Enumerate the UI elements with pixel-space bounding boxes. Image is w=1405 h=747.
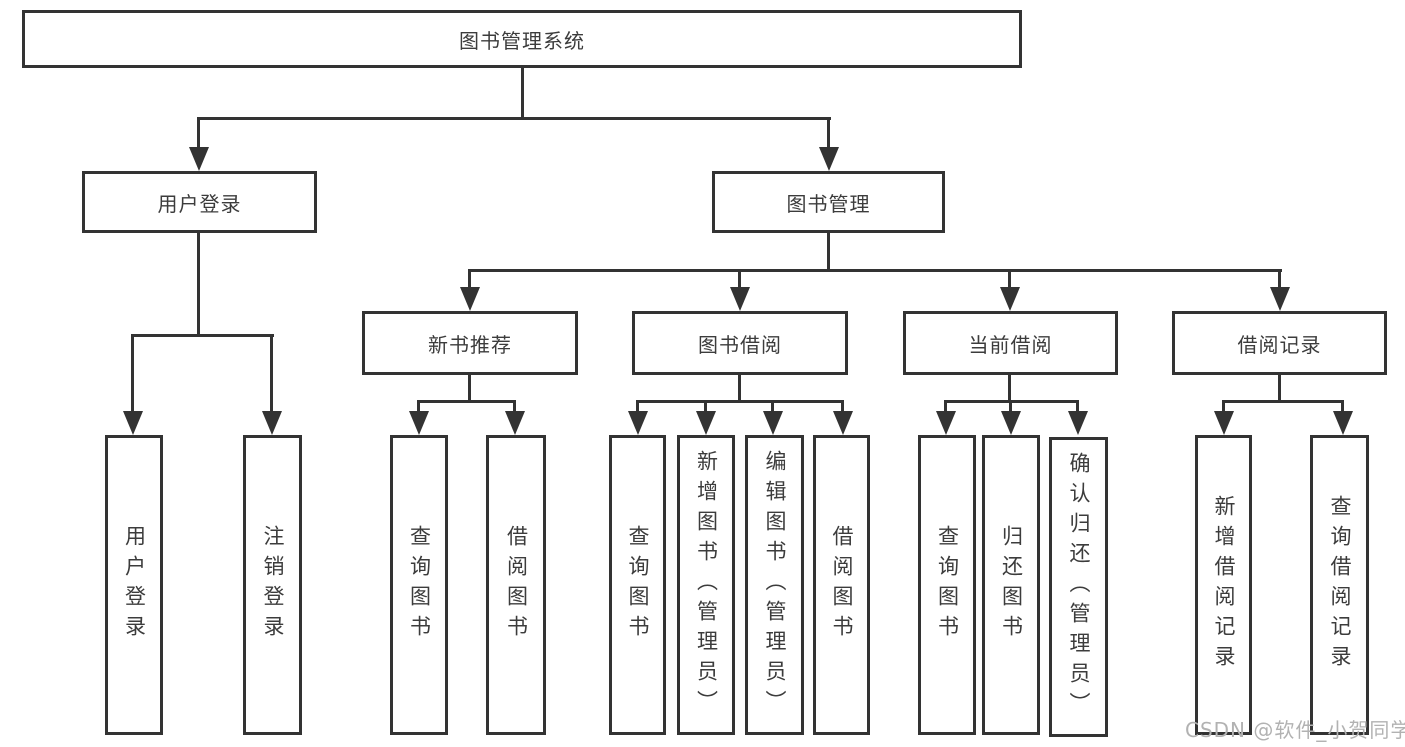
node-book-borrowing-label: 图书借阅: [698, 332, 782, 357]
leaf-current-return-books-label: 归还图书: [999, 525, 1024, 645]
leaf-records-add-record: 新增借阅记录: [1195, 435, 1252, 735]
node-current-borrowing: 当前借阅: [903, 311, 1118, 375]
leaf-current-return-books: 归还图书: [982, 435, 1040, 735]
connector-line: [1008, 375, 1011, 403]
arrowhead-down-icon: [1270, 287, 1290, 311]
connector-line: [636, 400, 844, 403]
node-user-login: 用户登录: [82, 171, 317, 233]
connector-line: [131, 334, 274, 337]
connector-line: [738, 375, 741, 403]
connector-line: [270, 334, 273, 413]
node-borrowing-records: 借阅记录: [1172, 311, 1387, 375]
arrowhead-down-icon: [1000, 287, 1020, 311]
connector-line: [1008, 269, 1011, 289]
node-user-login-label: 用户登录: [157, 191, 242, 216]
arrowhead-down-icon: [1214, 411, 1234, 435]
leaf-recommend-borrow-books: 借阅图书: [486, 435, 546, 735]
leaf-borrowing-borrow-books-label: 借阅图书: [830, 525, 854, 645]
node-book-borrowing: 图书借阅: [632, 311, 848, 375]
connector-line: [704, 400, 707, 413]
leaf-logout-label: 注销登录: [261, 525, 285, 645]
node-new-book-recommend: 新书推荐: [362, 311, 578, 375]
connector-line: [197, 233, 200, 337]
arrowhead-down-icon: [1068, 411, 1088, 435]
connector-line: [197, 117, 200, 149]
arrowhead-down-icon: [819, 147, 839, 171]
leaf-current-confirm-return-label: 确认归还（管理员）: [1067, 452, 1091, 722]
connector-line: [1076, 400, 1079, 413]
connector-line: [521, 66, 524, 119]
leaf-current-query-books: 查询图书: [918, 435, 976, 735]
arrowhead-down-icon: [833, 411, 853, 435]
arrowhead-down-icon: [696, 411, 716, 435]
leaf-recommend-query-books-label: 查询图书: [407, 525, 432, 645]
connector-line: [738, 269, 741, 289]
arrowhead-down-icon: [1001, 411, 1021, 435]
connector-line: [1009, 400, 1012, 413]
connector-line: [827, 117, 830, 149]
node-root: 图书管理系统: [22, 10, 1022, 68]
arrowhead-down-icon: [628, 411, 648, 435]
leaf-user-login: 用户登录: [105, 435, 163, 735]
connector-line: [771, 400, 774, 413]
arrowhead-down-icon: [1333, 411, 1353, 435]
leaf-recommend-query-books: 查询图书: [390, 435, 448, 735]
connector-line: [197, 117, 831, 120]
leaf-recommend-borrow-books-label: 借阅图书: [504, 525, 529, 645]
connector-line: [468, 375, 471, 403]
arrowhead-down-icon: [409, 411, 429, 435]
leaf-current-query-books-label: 查询图书: [935, 525, 960, 645]
connector-line: [468, 269, 1282, 272]
leaf-borrowing-edit-books: 编辑图书（管理员）: [745, 435, 804, 735]
connector-line: [636, 400, 639, 413]
connector-line: [841, 400, 844, 413]
arrowhead-down-icon: [763, 411, 783, 435]
leaf-current-confirm-return: 确认归还（管理员）: [1049, 437, 1108, 737]
arrowhead-down-icon: [460, 287, 480, 311]
leaf-borrowing-borrow-books: 借阅图书: [813, 435, 870, 735]
connector-line: [944, 400, 947, 413]
leaf-borrowing-query-books-label: 查询图书: [626, 525, 650, 645]
node-book-management-label: 图书管理: [786, 191, 871, 216]
leaf-records-query-record: 查询借阅记录: [1310, 435, 1369, 735]
leaf-borrowing-add-books-label: 新增图书（管理员）: [694, 450, 719, 720]
connector-line: [827, 233, 830, 272]
connector-line: [417, 400, 420, 413]
leaf-borrowing-edit-books-label: 编辑图书（管理员）: [763, 450, 787, 720]
leaf-records-add-record-label: 新增借阅记录: [1212, 495, 1236, 675]
connector-line: [1222, 400, 1225, 413]
arrowhead-down-icon: [189, 147, 209, 171]
arrowhead-down-icon: [936, 411, 956, 435]
node-book-management: 图书管理: [712, 171, 945, 233]
leaf-borrowing-add-books: 新增图书（管理员）: [677, 435, 735, 735]
connector-line: [417, 400, 516, 403]
node-root-label: 图书管理系统: [459, 28, 585, 53]
arrowhead-down-icon: [730, 287, 750, 311]
leaf-user-login-label: 用户登录: [122, 525, 147, 645]
node-new-book-recommend-label: 新书推荐: [428, 332, 512, 357]
leaf-borrowing-query-books: 查询图书: [609, 435, 666, 735]
arrowhead-down-icon: [123, 411, 143, 435]
watermark: CSDN @软件_小贺同学: [1185, 718, 1405, 742]
arrowhead-down-icon: [505, 411, 525, 435]
connector-line: [131, 334, 134, 413]
arrowhead-down-icon: [262, 411, 282, 435]
leaf-records-query-record-label: 查询借阅记录: [1328, 495, 1352, 675]
connector-line: [1278, 269, 1281, 289]
connector-line: [513, 400, 516, 413]
node-borrowing-records-label: 借阅记录: [1237, 332, 1322, 357]
leaf-logout: 注销登录: [243, 435, 302, 735]
node-current-borrowing-label: 当前借阅: [968, 332, 1053, 357]
connector-line: [1278, 375, 1281, 403]
connector-line: [468, 269, 471, 289]
connector-line: [1341, 400, 1344, 413]
connector-line: [1222, 400, 1344, 403]
